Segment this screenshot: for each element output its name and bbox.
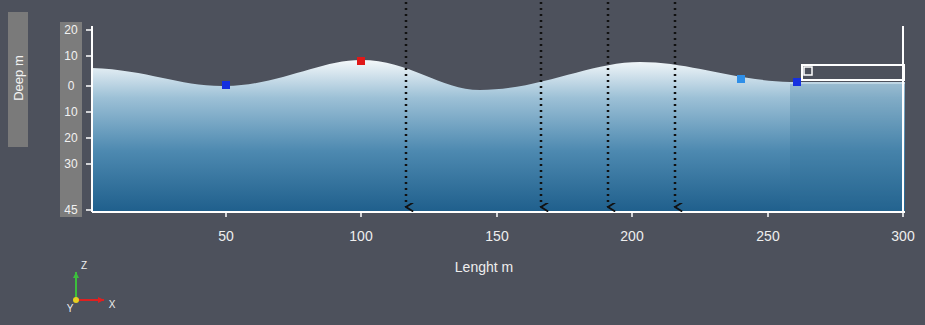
x-axis (92, 211, 905, 213)
probe-point (793, 78, 801, 86)
tick-label: 30 (64, 158, 77, 170)
tick-label: 20 (64, 24, 77, 36)
triad-label: Y (67, 304, 74, 314)
tick-strip (60, 22, 82, 217)
tick-label: 100 (349, 229, 372, 243)
axis-title: Deep m (12, 55, 25, 101)
tick-label: 50 (218, 229, 234, 243)
tick-label: 200 (620, 229, 643, 243)
axis-triad (73, 272, 104, 303)
structure-outline (802, 65, 904, 80)
tick-label: 0 (68, 80, 75, 92)
tick-label: 10 (64, 50, 77, 62)
axis-ticks (86, 30, 903, 217)
probe-point (222, 81, 230, 89)
tick-label: 300 (891, 229, 914, 243)
probe-point (357, 57, 365, 65)
structure-zone (790, 84, 905, 212)
axis-title: Lenght m (455, 260, 513, 274)
structure-outline (804, 67, 812, 75)
triad-label: Z (81, 261, 87, 271)
tick-label: 150 (485, 229, 508, 243)
water-body (92, 60, 905, 212)
tick-label: 250 (756, 229, 779, 243)
load-arrows (406, 2, 675, 207)
probe-point (737, 75, 745, 83)
tick-label: 10 (64, 106, 77, 118)
tick-label: 20 (64, 132, 77, 144)
right-axis (902, 26, 904, 212)
axis-title-strip (8, 12, 28, 147)
y-axis (91, 26, 93, 212)
triad-label: X (109, 300, 116, 310)
tick-label: 45 (64, 204, 77, 216)
